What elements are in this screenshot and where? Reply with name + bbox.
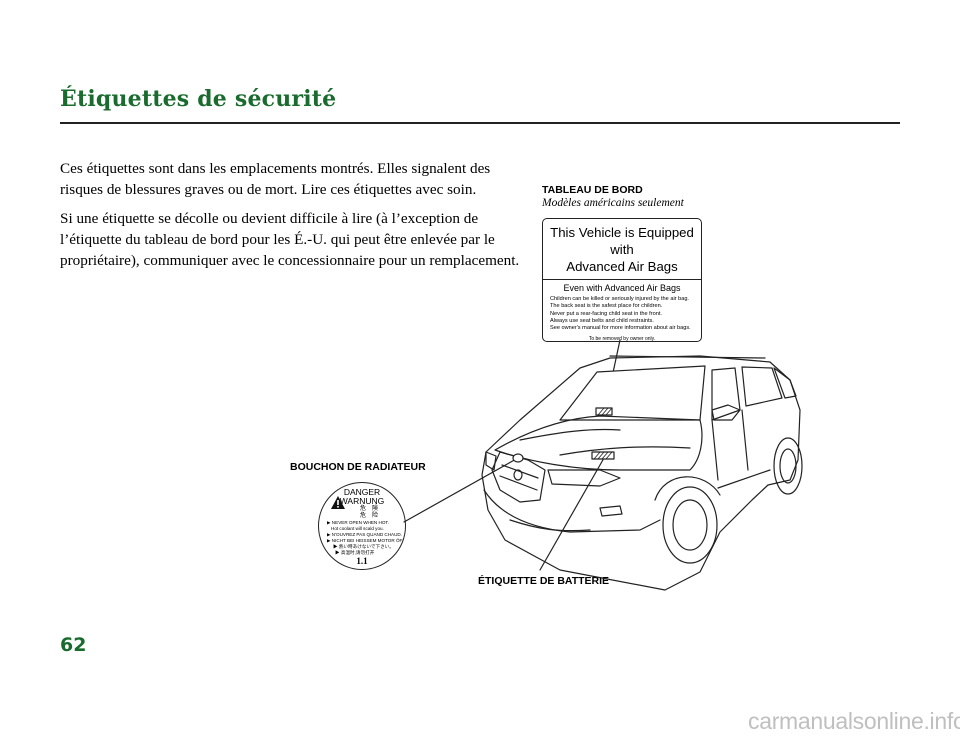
car-headlight (547, 469, 621, 487)
door-line (711, 419, 719, 481)
airbag-line: See owner's manual for more information … (550, 325, 691, 332)
rear-wheel-rim (779, 448, 797, 484)
car-headlight-left (485, 451, 497, 471)
car-bumper (483, 489, 661, 533)
radiator-leader-line (403, 457, 519, 523)
car-foglight (599, 505, 623, 517)
airbag-heading-2: Advanced Air Bags (566, 259, 678, 274)
honda-logo-icon (513, 469, 523, 481)
watermark: carmanualsonline.info (748, 708, 960, 734)
page-number: 62 (60, 634, 87, 656)
airbag-footer: To be removed by owner only. (588, 336, 656, 343)
side-mirror (711, 404, 741, 421)
hood-crease-left (519, 428, 621, 441)
airbag-heading-1: This Vehicle is Equipped with (550, 225, 694, 257)
radiator-cap-marker (512, 453, 524, 463)
title-rule (60, 122, 900, 124)
dashboard-sublabel: Modèles américains seulement (542, 197, 684, 209)
airbag-subheading: Even with Advanced Air Bags (563, 283, 681, 293)
hood-crease-right (559, 446, 691, 456)
car-grille (491, 451, 546, 503)
danger-jp-2: 危 险 (359, 513, 378, 519)
airbag-warning-label: This Vehicle is Equipped with Advanced A… (542, 218, 702, 342)
airbag-line: Never put a rear-facing child seat in th… (550, 310, 662, 317)
car-windshield (559, 365, 706, 421)
body-text: Ces étiquettes sont dans les emplacement… (60, 158, 530, 279)
page-title: Étiquettes de sécurité (60, 86, 337, 112)
car-rear-window (773, 367, 797, 399)
car-lower-intake (509, 519, 591, 532)
radiator-label: BOUCHON DE RADIATEUR (290, 461, 426, 473)
grille-bar (501, 464, 539, 479)
front-wheel (662, 486, 718, 564)
roof-rail (609, 355, 766, 359)
danger-line: ▶ 高温时,请勿打开 (335, 550, 375, 555)
front-wheel-rim (672, 499, 708, 551)
airbag-line: Children can be killed or seriously inju… (550, 296, 689, 302)
door-line (741, 409, 749, 471)
side-sill (717, 469, 771, 489)
warnung-word: WARNUNG (339, 496, 385, 506)
danger-line: ▶ 熱い時あけないで下さい。 (333, 544, 394, 549)
airbag-line: The back seat is the safest place for ch… (550, 303, 663, 310)
car-side-window-rear (741, 366, 783, 407)
front-wheel-arch (654, 476, 721, 501)
car-side-window-front (711, 367, 741, 421)
airbag-line: Always use seat belts and child restrain… (550, 317, 654, 324)
danger-line: ▶ N'OUVREZ PAS QUAND CHAUD. (327, 532, 403, 537)
danger-word: DANGER (343, 487, 381, 497)
airbag-divider (543, 279, 701, 280)
danger-line: ▶ NICHT BEI HEISSEM MOTOR ÖFFNEN. (327, 538, 406, 543)
warning-triangle-icon (331, 496, 345, 509)
danger-number: 1.1 (356, 556, 368, 566)
radiator-cap-danger-label: DANGER WARNUNG 危 険 危 险 ▶ NEVER OPEN WHEN… (318, 482, 406, 570)
car-hood (494, 415, 703, 471)
danger-line: Hot coolant will scald you. (331, 526, 384, 531)
rear-wheel (773, 437, 803, 495)
battery-label-marker (591, 451, 615, 460)
dashboard-label: TABLEAU DE BORD (542, 184, 643, 196)
danger-line: ▶ NEVER OPEN WHEN HOT. (327, 520, 389, 525)
battery-leader-line (539, 457, 605, 571)
paragraph-1: Ces étiquettes sont dans les emplacement… (60, 160, 491, 198)
danger-jp-1: 危 険 (359, 506, 378, 512)
battery-label: ÉTIQUETTE DE BATTERIE (478, 575, 610, 587)
car-body-outline (481, 355, 801, 591)
paragraph-2: Si une étiquette se décolle ou devient d… (60, 210, 520, 269)
grille-bar (499, 475, 538, 491)
